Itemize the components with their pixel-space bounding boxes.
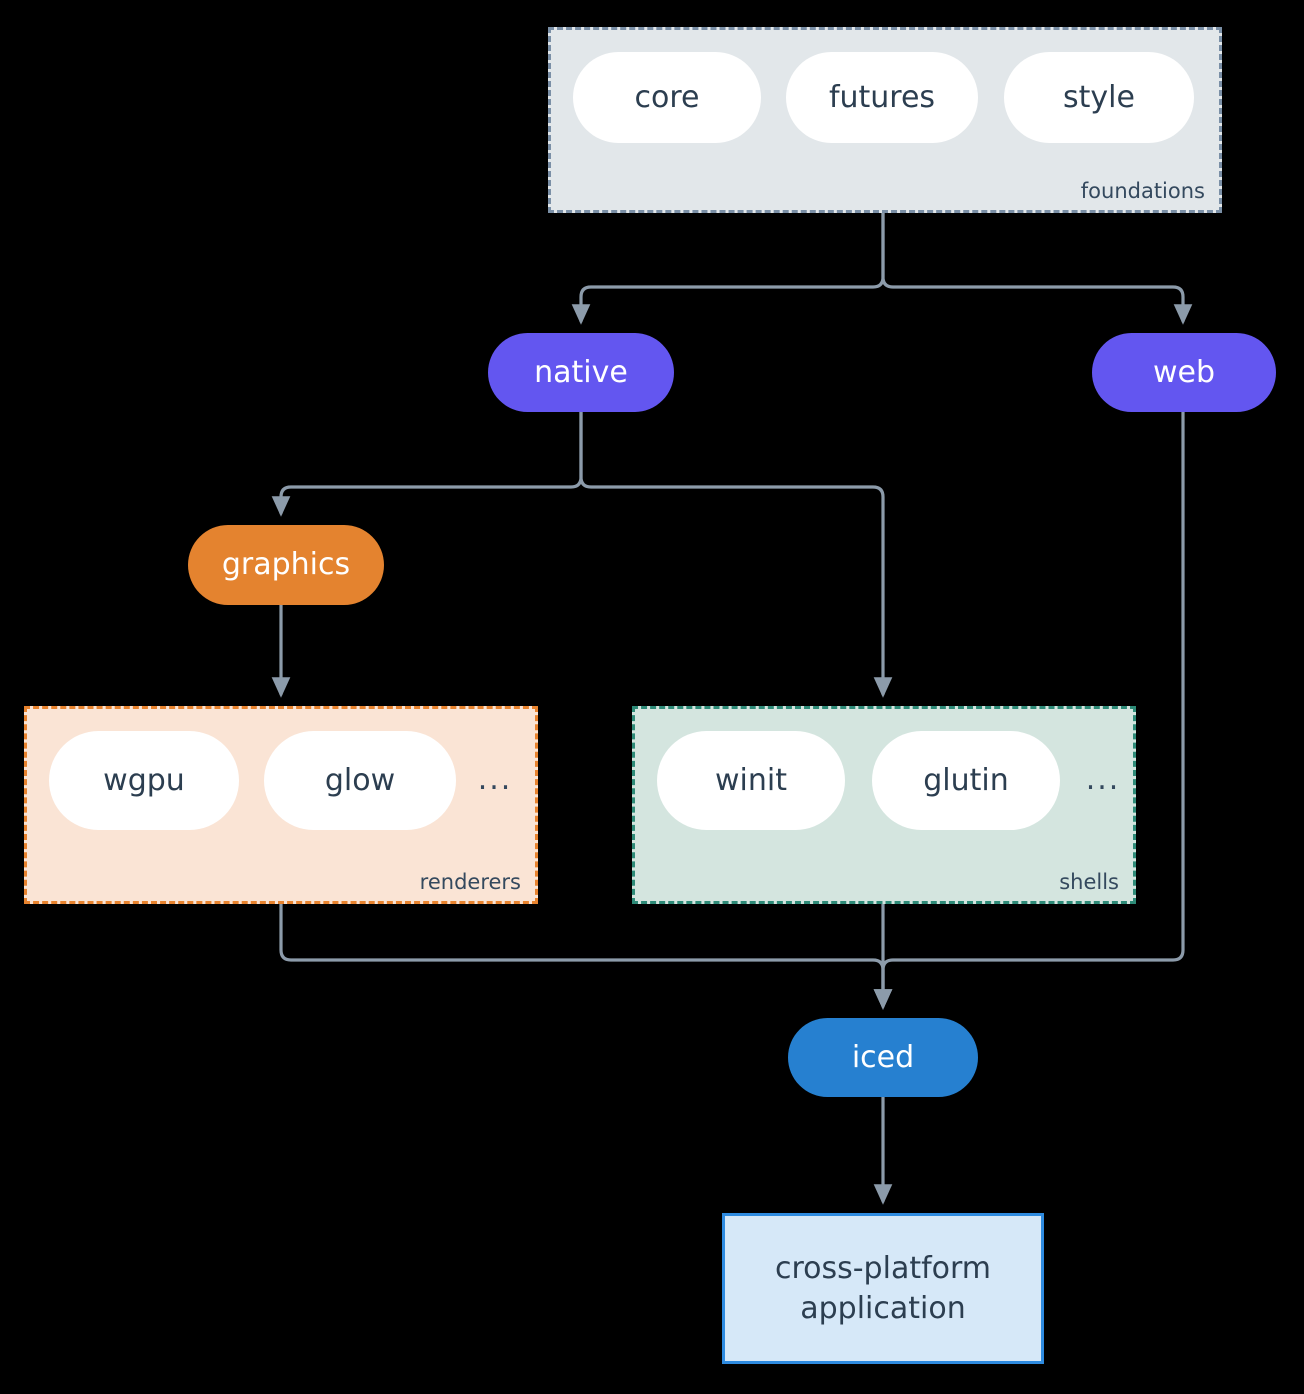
edge-foundations-web — [881, 211, 1193, 325]
edge-native-graphics — [271, 410, 583, 517]
cluster-shells-label: shells — [1059, 870, 1119, 894]
cluster-renderers-label: renderers — [419, 870, 521, 894]
cluster-foundations-label: foundations — [1080, 179, 1205, 203]
shells-overflow-ellipsis: ... — [1085, 762, 1121, 797]
application-label: cross-platform application — [775, 1249, 991, 1328]
node-iced[interactable]: iced — [788, 1018, 978, 1097]
edge-native-shells — [579, 410, 893, 698]
node-graphics[interactable]: graphics — [188, 525, 384, 605]
node-wgpu[interactable]: wgpu — [49, 731, 239, 830]
node-glow[interactable]: glow — [264, 731, 456, 830]
node-winit[interactable]: winit — [657, 731, 845, 830]
node-core[interactable]: core — [573, 52, 761, 143]
application-label-line1: cross-platform — [774, 1250, 992, 1286]
node-glutin[interactable]: glutin — [872, 731, 1060, 830]
renderers-overflow-ellipsis: ... — [477, 762, 513, 797]
node-futures[interactable]: futures — [786, 52, 978, 143]
edge-foundations-native — [571, 211, 885, 325]
edge-renderers-iced — [279, 902, 893, 1010]
node-native[interactable]: native — [488, 333, 674, 412]
node-cross-platform-application[interactable]: cross-platform application — [722, 1213, 1044, 1364]
application-label-line2: application — [800, 1290, 966, 1326]
node-style[interactable]: style — [1004, 52, 1194, 143]
node-web[interactable]: web — [1092, 333, 1276, 412]
